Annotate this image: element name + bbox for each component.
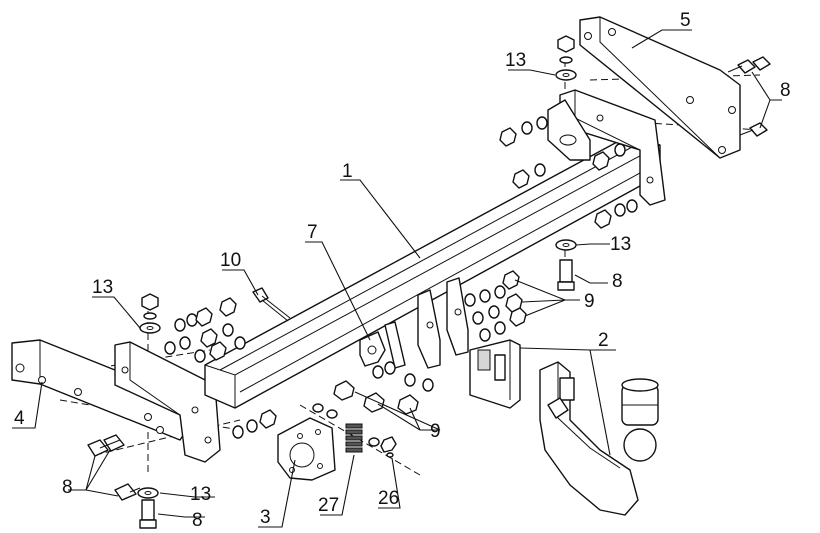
socket-holder: [359, 331, 386, 367]
washer-row-bottom: [232, 409, 277, 439]
callout-8-right: 8: [612, 271, 623, 292]
callout-8-bottom-left: 8: [62, 477, 73, 498]
right-mid-fasteners: [555, 239, 577, 291]
callout-10: 10: [220, 250, 241, 271]
top-centre-bracket: [547, 99, 591, 161]
left-side-bracket: [11, 339, 191, 441]
washer-row-upper: [174, 297, 237, 332]
callout-13-right: 13: [610, 234, 631, 255]
socket-plate-washers: [312, 403, 338, 419]
left-fasteners: [139, 293, 277, 439]
callout-27: 27: [318, 495, 339, 516]
callout-9-lower: 9: [430, 421, 441, 442]
washer-row-middle: [164, 323, 234, 355]
nut-icon: [141, 293, 159, 311]
callout-3: 3: [260, 507, 271, 528]
callout-9-right: 9: [584, 291, 595, 312]
right-top-fasteners: [499, 35, 638, 229]
callout-1: 1: [342, 161, 353, 182]
right-top-bolts: [727, 56, 771, 137]
callout-2: 2: [598, 330, 609, 351]
socket-plate: [277, 417, 336, 481]
callout-5: 5: [680, 10, 691, 31]
callout-13-left: 13: [92, 277, 113, 298]
callout-4: 4: [14, 408, 25, 429]
tow-ball-module: [469, 339, 521, 409]
right-side-bracket: [579, 16, 741, 159]
bottom-left-bolts: [87, 434, 159, 529]
spring: [345, 423, 363, 453]
long-bolt: [252, 287, 291, 322]
left-mount-plate: [114, 341, 221, 463]
callout-8-top-right: 8: [780, 80, 791, 101]
washer-row-lower: [194, 336, 246, 363]
crossbar-tabs: [384, 277, 469, 369]
callout-8-bottom: 8: [192, 510, 203, 531]
callout-13-bottom: 13: [190, 484, 211, 505]
fastener-group-9-right: [464, 270, 527, 342]
callout-labels: 1 2 3 4 5 7 8 8 8 8 9 9 10 13 13 13 13 2…: [14, 10, 791, 531]
tow-ball-arm: [539, 361, 639, 516]
right-mount-plate: [559, 89, 666, 206]
leader-lines: [12, 29, 782, 528]
small-nut: [368, 436, 397, 458]
fastener-group-9-lower: [333, 361, 434, 415]
tow-ball: [621, 378, 659, 462]
callout-13-top: 13: [505, 50, 526, 71]
callout-26: 26: [378, 488, 399, 509]
callout-7: 7: [307, 222, 318, 243]
